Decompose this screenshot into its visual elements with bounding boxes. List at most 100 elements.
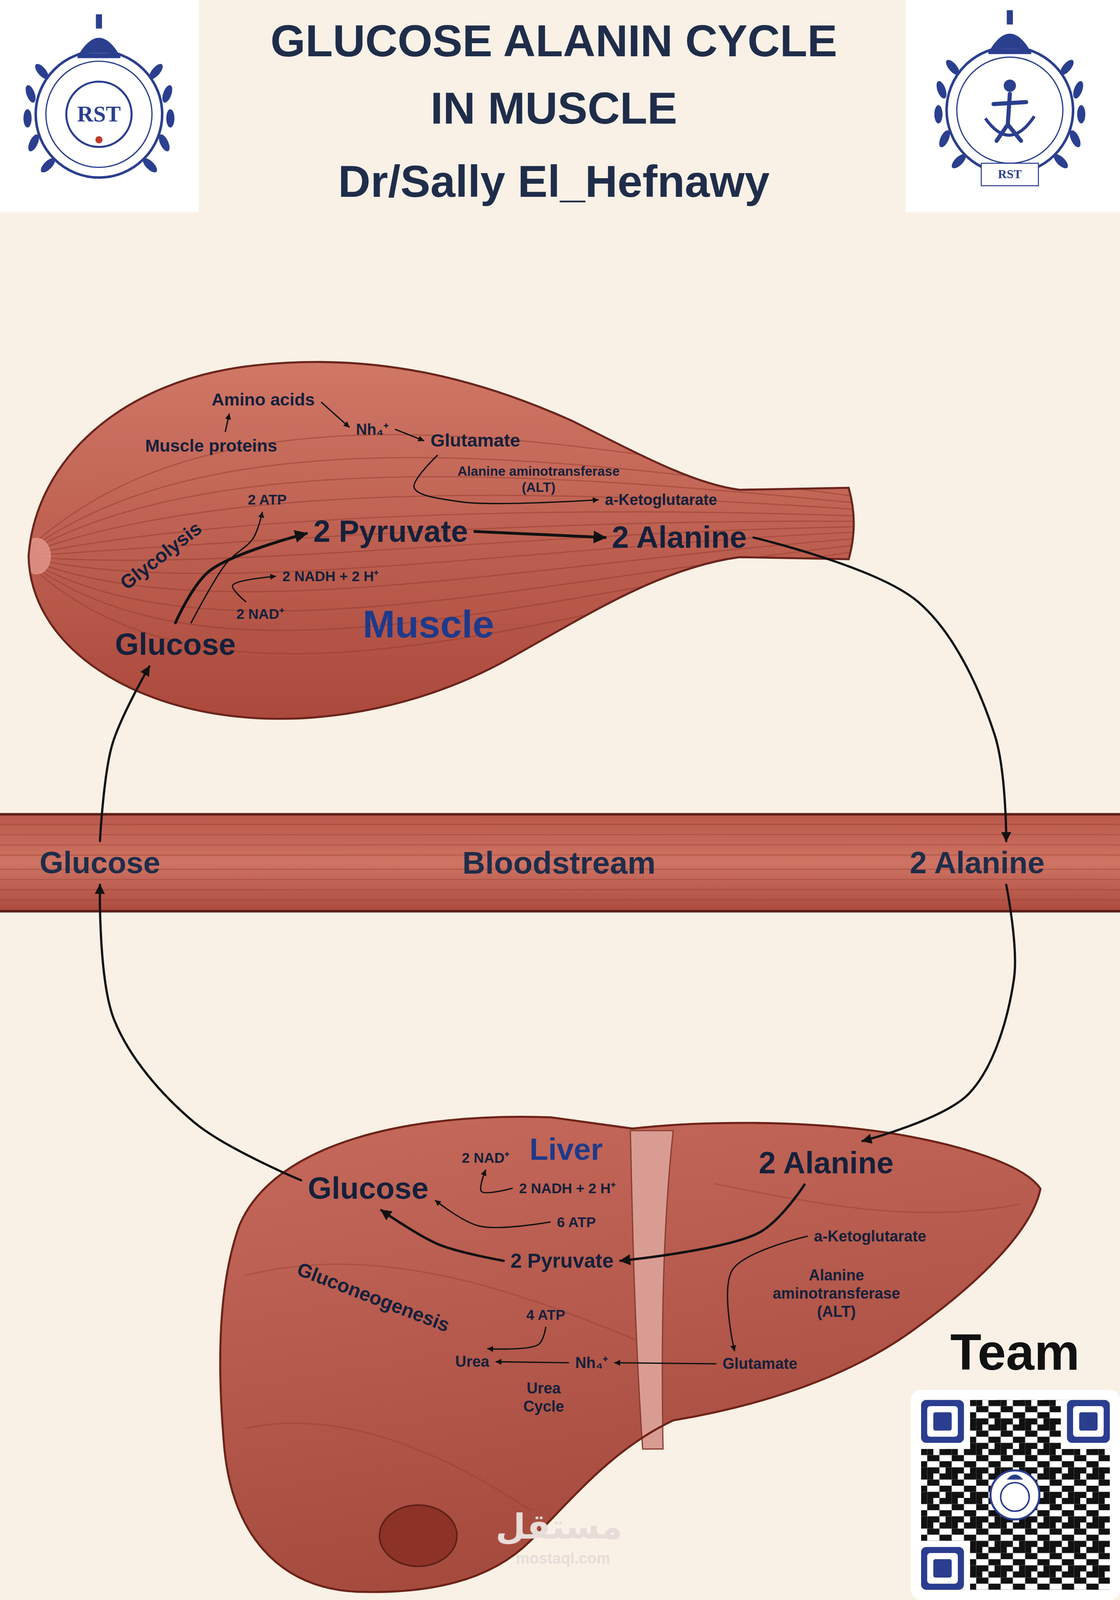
laurel-leaf [1051, 151, 1071, 171]
qr-finder [1060, 1400, 1110, 1450]
muscle-fibre [20, 457, 867, 557]
logo-figure [1003, 79, 1016, 92]
reaction-arrow [381, 1210, 504, 1261]
annotation-label: مستقل [495, 1506, 623, 1547]
qr-code [910, 1389, 1120, 1600]
annotation-label: RST [998, 167, 1022, 182]
metabolite-node: 2 NADH + 2 H⁺ [277, 565, 384, 588]
metabolite-name: Nh₄⁺ [355, 420, 389, 439]
laurel-leaf [38, 155, 58, 175]
metabolite-node: Urea [450, 1350, 495, 1374]
muscle-illustration [20, 361, 867, 719]
metabolite-node: Glucose [110, 624, 241, 665]
metabolite-name: 2 NADH + 2 H⁺ [518, 1180, 616, 1197]
qr-finder [921, 1400, 971, 1450]
enzyme-label: Alanine aminotransferase (ALT) [759, 1266, 913, 1322]
logo-ring [66, 81, 132, 147]
enzyme-label: Alanine aminotransferase (ALT) [446, 463, 631, 496]
metabolite-node: 2 NAD⁺ [456, 1147, 515, 1169]
vessel-fibre [0, 888, 1120, 891]
reaction-arrow [487, 1327, 546, 1349]
qr-panel [910, 1389, 1120, 1600]
laurel-leaf [32, 61, 51, 82]
falciform-ligament [630, 1130, 674, 1449]
liver-shading [244, 1423, 531, 1510]
vessel-fibre [0, 899, 1120, 901]
logo-panel [0, 0, 199, 213]
metabolite-name: 2 NAD⁺ [461, 1149, 510, 1167]
qr-finder [1067, 1400, 1110, 1443]
metabolite-node: 2 Alanine [904, 842, 1050, 883]
vessel-fibres [0, 823, 1120, 902]
laurel-leaf [1071, 79, 1086, 100]
laurel-leaf [937, 128, 953, 149]
metabolite-node: 2 Alanine [753, 1142, 900, 1184]
organ-region: BloodstreamGlucose2 Alanine [0, 811, 1120, 914]
metabolite-node: 2 ATP [242, 488, 292, 511]
muscle-tip [22, 537, 51, 575]
laurel-leaf [949, 151, 969, 171]
organ-name: Bloodstream [462, 844, 656, 882]
reaction-arrow [862, 884, 1016, 1141]
metabolite-name: Glutamate [430, 430, 521, 452]
logo-ring [35, 51, 163, 178]
metabolite-name: 2 NADH + 2 H⁺ [282, 568, 379, 585]
logo-dome [990, 33, 1030, 50]
reaction-arrow [753, 537, 1007, 842]
organ-name: Liver [529, 1131, 603, 1167]
laurel-leaf [943, 57, 962, 78]
qr-logo [1000, 1482, 1029, 1512]
muscle-fibre [20, 434, 867, 557]
logo-dome [79, 37, 119, 53]
metabolite-name: Nh₄⁺ [575, 1354, 608, 1372]
annotation-label: Gluconeogenesis [293, 1257, 453, 1337]
laurel-leaf [26, 132, 42, 153]
logo-dome [1006, 10, 1013, 25]
qr-finder [921, 1547, 964, 1590]
muscle-body [28, 361, 854, 719]
reaction-arrow [232, 576, 276, 602]
gallbladder [379, 1505, 457, 1567]
logo-dome [77, 52, 121, 58]
annotation-label: Dr/Sally El_Hefnawy [338, 155, 770, 208]
laurel-leaf [1057, 57, 1076, 78]
reaction-arrow [321, 402, 350, 428]
reaction-arrow [614, 1362, 716, 1364]
metabolite-name: 2 Pyruvate [510, 1249, 614, 1273]
qr-finder [1073, 1406, 1104, 1437]
metabolite-node: Nh₄⁺ [350, 418, 394, 442]
annotation-label: Team [950, 1323, 1080, 1383]
faculty-logo [905, 0, 1120, 213]
qr-logo [1006, 1474, 1024, 1480]
metabolite-name: 2 Pyruvate [313, 513, 469, 549]
muscle-outline [28, 361, 854, 719]
metabolite-node: 4 ATP [521, 1304, 571, 1326]
metabolite-node: Glutamate [425, 427, 526, 454]
muscle-fibres [20, 434, 867, 654]
university-logo [0, 0, 199, 213]
metabolite-name: 2 ATP [247, 491, 287, 508]
metabolite-name: 2 Alanine [758, 1145, 894, 1181]
logo-ring [946, 46, 1074, 174]
metabolite-node: Glucose [302, 1168, 434, 1209]
laurel-leaf [934, 79, 949, 100]
vessel-fibre [0, 823, 1120, 826]
laurel-leaf [140, 155, 160, 175]
metabolite-name: Urea [455, 1352, 490, 1371]
reaction-arrow [474, 531, 606, 538]
metabolite-name: 2 NAD⁺ [236, 605, 284, 623]
metabolite-name: a-Ketoglutarate [813, 1227, 927, 1246]
annotation-label: Glycolysis [115, 517, 207, 595]
laurel-leaf [166, 109, 175, 128]
muscle-fibre [20, 511, 867, 556]
metabolite-name: Glucose [307, 1170, 429, 1206]
qr-logo [990, 1470, 1040, 1520]
reaction-arrow [99, 666, 149, 842]
reaction-arrow [435, 1200, 551, 1228]
metabolite-node: a-Ketoglutarate [808, 1224, 932, 1248]
metabolite-name: 2 Alanine [612, 519, 748, 555]
annotation-label: mostaql.com [515, 1549, 611, 1568]
qr-finder [1079, 1412, 1098, 1431]
reaction-arrow [99, 884, 301, 1181]
